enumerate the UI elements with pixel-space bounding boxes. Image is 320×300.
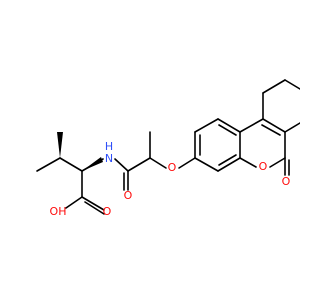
molecule-diagram: N H O O O O O OH [36,79,300,218]
wedge-bond [82,157,103,171]
atom-oxygen-ether: O [168,161,177,174]
structure-svg: N H O O O O O OH [36,79,300,218]
atom-oxygen-lactone: O [282,175,291,188]
atom-oxygen-amide: O [124,189,133,202]
atom-oxygen-ring: O [259,160,268,173]
bonds [36,79,300,215]
bond [262,79,286,94]
bond [81,196,105,211]
wedge-bond [57,132,63,158]
bond [59,157,83,172]
bond [36,157,61,172]
bond [217,157,241,172]
bond [194,118,219,133]
bond [178,157,196,169]
bond [262,118,286,133]
bond [194,157,219,172]
bond [127,157,151,172]
atom-hydrogen: H [105,140,113,153]
bond [149,157,167,169]
bond [218,154,237,166]
bond [284,79,300,90]
atom-nitrogen: N [105,152,113,165]
bond [269,157,286,168]
bond [65,196,83,209]
bond [218,124,237,136]
atom-oxygen-acid: O [103,205,112,218]
bond [114,158,129,172]
bond [284,122,300,133]
bond [217,118,241,133]
bond [261,124,281,136]
atom-hydroxyl: OH [50,205,67,218]
bond [239,118,264,133]
bond [239,157,257,168]
stereo-bonds [57,132,103,171]
bond [84,201,105,215]
atom-labels: N H O O O O O OH [50,140,291,218]
